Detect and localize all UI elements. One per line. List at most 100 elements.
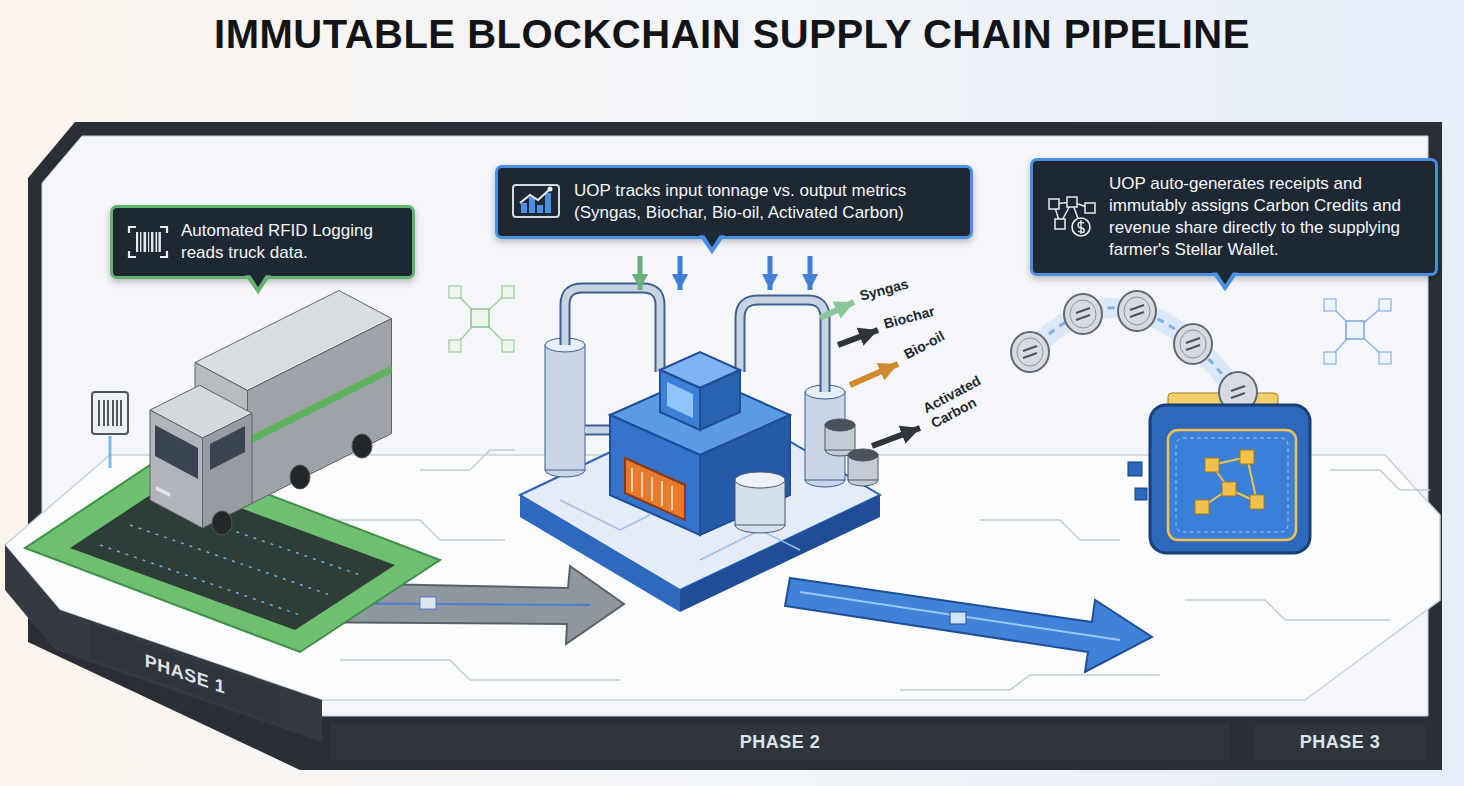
phase-label: PHASE 2 [740, 732, 821, 753]
stellar-wallet [1222, 482, 1236, 496]
token-coin [1124, 297, 1150, 325]
phase-label: PHASE 3 [1300, 732, 1381, 753]
callout-text-column: UOP tracks input tonnage vs. output metr… [574, 180, 954, 224]
circuit-trace [1185, 600, 1390, 620]
circuit-trace [900, 675, 1160, 690]
network-icon [449, 340, 461, 352]
token-coin [1011, 332, 1049, 372]
output-label: Bio-oil [901, 328, 947, 363]
reactor-block [625, 458, 685, 520]
reactor-block [610, 415, 700, 535]
output-arrow [872, 428, 920, 446]
circuit-trace [340, 660, 620, 680]
callout-icon-part [529, 197, 535, 213]
plant-pipe [565, 288, 825, 430]
stellar-wallet [1135, 488, 1147, 500]
diagram-title: IMMUTABLE BLOCKCHAIN SUPPLY CHAIN PIPELI… [0, 12, 1464, 57]
token-coin [1130, 305, 1144, 317]
callout-icon [1045, 195, 1099, 239]
reactor-block [700, 370, 740, 430]
callout-icon-part [144, 232, 147, 252]
circuit-trace [1330, 470, 1430, 490]
flow-arrow-blue [785, 578, 1152, 672]
callout-box: UOP tracks input tonnage vs. output metr… [495, 165, 973, 239]
plant-pipe [740, 300, 825, 392]
stellar-wallet [1128, 372, 1310, 553]
reactor-block [700, 415, 790, 535]
truck [150, 410, 203, 528]
token-coin [1076, 308, 1090, 320]
truck [248, 319, 392, 506]
callout-text-column: Automated RFID Logging reads truck data. [181, 220, 396, 264]
callout-icon-part [136, 232, 138, 252]
network-icon [1346, 321, 1364, 339]
stellar-wallet [1250, 495, 1264, 509]
callout-icon-part [545, 193, 551, 213]
token-coin [1011, 291, 1212, 372]
token-coin [1118, 291, 1156, 331]
callout-icon-part [1078, 220, 1084, 234]
circuit-trace [980, 520, 1120, 540]
stellar-wallet [1176, 438, 1288, 532]
token-coin [1017, 338, 1043, 366]
stellar-wallet [1205, 458, 1219, 472]
callout-icon-part [521, 203, 527, 213]
network-icon [471, 309, 489, 327]
metric-arrow [768, 256, 773, 290]
reactor-block [632, 468, 672, 510]
output-label: Syngas [858, 275, 910, 304]
callout-icon-part [140, 232, 141, 252]
rfid-tag [92, 392, 128, 434]
callout-icon-part [537, 205, 543, 213]
flow-arrow-blue [800, 592, 1120, 640]
plant-pipe [585, 425, 612, 436]
stellar-wallet [1150, 405, 1310, 553]
truck [210, 426, 245, 470]
reactor-block [660, 370, 700, 430]
truck [212, 511, 232, 535]
rfid-tag [99, 400, 121, 426]
callout-box: Automated RFID Logging reads truck data. [110, 205, 415, 279]
callout-icon-part [129, 227, 167, 257]
stellar-wallet [1128, 462, 1142, 476]
token-coin [1023, 346, 1037, 358]
callout-icon-part [1049, 199, 1059, 209]
output-vessel [735, 472, 785, 488]
token-coin [1070, 300, 1096, 328]
phase-tab: PHASE 2 [330, 724, 1230, 760]
truck [155, 425, 198, 479]
callout-icon [125, 222, 171, 262]
output-vessel [735, 419, 878, 533]
token-coin [1186, 338, 1200, 350]
callout-icon-part [513, 185, 559, 217]
callout-text-column: UOP auto-generates receipts and immutabl… [1109, 173, 1419, 261]
callout-icon-part [1055, 219, 1065, 229]
output-arrow [838, 330, 878, 345]
truck [290, 465, 310, 489]
stellar-wallet [1231, 386, 1245, 398]
rfid-tag [92, 392, 128, 468]
metric-arrow [808, 256, 813, 290]
network-icon [1379, 299, 1391, 311]
reactor-block [610, 352, 790, 535]
plant-pipe [740, 300, 825, 392]
truck [150, 291, 392, 536]
callout-icon-part [159, 232, 161, 252]
token-coin [1064, 294, 1102, 334]
phase-tab: PHASE 1 [90, 624, 280, 723]
network-icon [449, 286, 461, 298]
output-vessel [825, 419, 855, 431]
truck [203, 413, 253, 528]
phase-label: PHASE 1 [145, 650, 226, 699]
flow-arrow-blue [785, 578, 1152, 672]
metric-arrow [640, 256, 810, 290]
stellar-wallet [1195, 500, 1209, 514]
callout-text: UOP tracks input tonnage vs. output metr… [574, 180, 954, 224]
truck [248, 366, 392, 446]
token-coin [1174, 324, 1212, 364]
metric-arrow [678, 256, 683, 290]
flow-arrow-blue [950, 612, 966, 624]
stellar-wallet [1168, 430, 1296, 540]
